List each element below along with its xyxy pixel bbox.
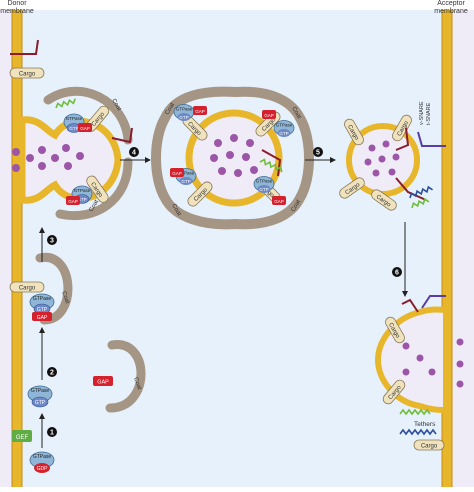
coat-label-vesicle-bl: Coat [170,203,182,217]
svg-text:Cargo: Cargo [421,444,438,450]
svg-text:GTP: GTP [35,400,46,406]
donor-membrane-label: Donor membrane [0,0,34,15]
gap-cytosolic: GAP [93,376,113,386]
svg-text:Cargo: Cargo [19,72,36,78]
coat-cytosolic [105,340,146,413]
svg-text:GTPase: GTPase [176,107,193,112]
vsnare-docking [401,298,419,313]
vsnare-uncoated [395,127,410,151]
svg-text:6: 6 [395,270,399,277]
tether-blue-acceptor [399,428,437,436]
coat-label-upper: Coat [110,98,122,112]
acceptor-membrane [441,10,474,487]
svg-text:4: 4 [132,150,136,157]
svg-text:GTP: GTP [37,307,48,313]
svg-text:GTP: GTP [279,131,288,136]
step-2-marker: 2 [47,367,57,377]
tether-green-uncoated [411,197,430,209]
vsnare-uncoated-2 [395,177,427,201]
svg-text:GEF: GEF [16,435,29,441]
step-3-marker: 3 [47,235,57,245]
coat-label-cytosolic: Coat [132,377,142,391]
tether-green-acceptor [399,408,431,416]
cytosol-background [22,10,442,487]
svg-text:GTP: GTP [181,179,190,184]
cargo-bud-lower: Cargo [86,175,109,203]
svg-text:GAP: GAP [97,380,109,386]
coat-recruited [35,253,73,325]
svg-text:GTP: GTP [179,115,188,120]
svg-text:2: 2 [50,370,54,377]
svg-text:GDP: GDP [37,466,49,472]
vsnare-bud [111,127,133,144]
gtpase-complex-bud-upper: GTPase GTP GAP [63,113,92,133]
vsnare-vesicle [261,149,282,177]
coat-label-vesicle-tr: Coat [290,106,302,120]
svg-text:GTPase: GTPase [74,188,91,193]
gtpase-complex-recruited: GTPase GTP GAP [29,293,55,321]
step-5-marker: 5 [313,147,323,157]
coat-label-lower: Coat [89,199,101,213]
gtpase-complex-bud-lower: GTPase GTP GAP [66,185,93,205]
gtpase-gdp: GTPase GDP [29,451,55,473]
gtpase-complex-vesicle-bl: GTPase GTP GAP [170,168,197,185]
svg-text:GAP: GAP [68,199,78,204]
gef-protein: GEF [12,430,32,442]
tether-green-vesicle [259,158,283,173]
svg-text:GAP: GAP [37,315,48,321]
step-1-marker: 1 [47,427,57,437]
svg-text:GAP: GAP [172,171,182,176]
svg-text:GAP: GAP [195,109,205,114]
coat-label-recruited: Coat [60,291,70,305]
gtpase-complex-vesicle-tr: GTPase GTP GAP [262,110,295,137]
svg-text:GTPase: GTPase [31,388,50,394]
svg-text:3: 3 [50,238,54,245]
cargo-top: Cargo [9,67,45,79]
svg-text:GTPase: GTPase [33,454,52,460]
svg-text:GTP: GTP [77,197,86,202]
gtpase-gtp-anchored: GTPase GTP [27,385,53,408]
vsnare-label: v-SNARE [419,101,425,125]
tether-blue-uncoated [409,185,433,199]
svg-text:GTPase: GTPase [33,296,52,302]
gtpase-complex-vesicle-br: GTPase GTP GAP [253,176,286,205]
svg-text:GAP: GAP [274,199,284,204]
step-6-marker: 6 [392,267,402,277]
svg-text:Cargo: Cargo [19,286,36,292]
coat-label-vesicle-br: Coat [291,199,303,213]
svg-text:GTP: GTP [69,126,78,131]
svg-text:GTPase: GTPase [256,179,273,184]
acceptor-membrane-label: Acceptor membrane [434,0,468,15]
vsnare-top [10,39,39,55]
gtpase-complex-vesicle-tl: GTPase GTP GAP [173,104,207,121]
svg-text:GTP: GTP [259,187,268,192]
cargo-acceptor: Cargo [413,439,445,451]
step-4-marker: 4 [129,147,139,157]
svg-text:GAP: GAP [264,113,274,118]
svg-text:GTPase: GTPase [66,116,83,121]
svg-text:1: 1 [50,430,54,437]
svg-text:GTPase: GTPase [178,171,195,176]
tsnare-acceptor-top [417,131,446,147]
svg-text:GTPase: GTPase [276,123,293,128]
snare-complex-docking [421,295,446,309]
tethers-label: Tethers [414,421,436,428]
coat-label-vesicle-tl: Coat [165,102,177,116]
cargo-recruited: Cargo [9,281,45,293]
tsnare-label: t-SNARE [426,102,432,125]
donor-membrane [0,10,23,487]
svg-text:5: 5 [316,150,320,157]
svg-text:GAP: GAP [80,126,90,131]
tether-green-bud [55,98,76,109]
